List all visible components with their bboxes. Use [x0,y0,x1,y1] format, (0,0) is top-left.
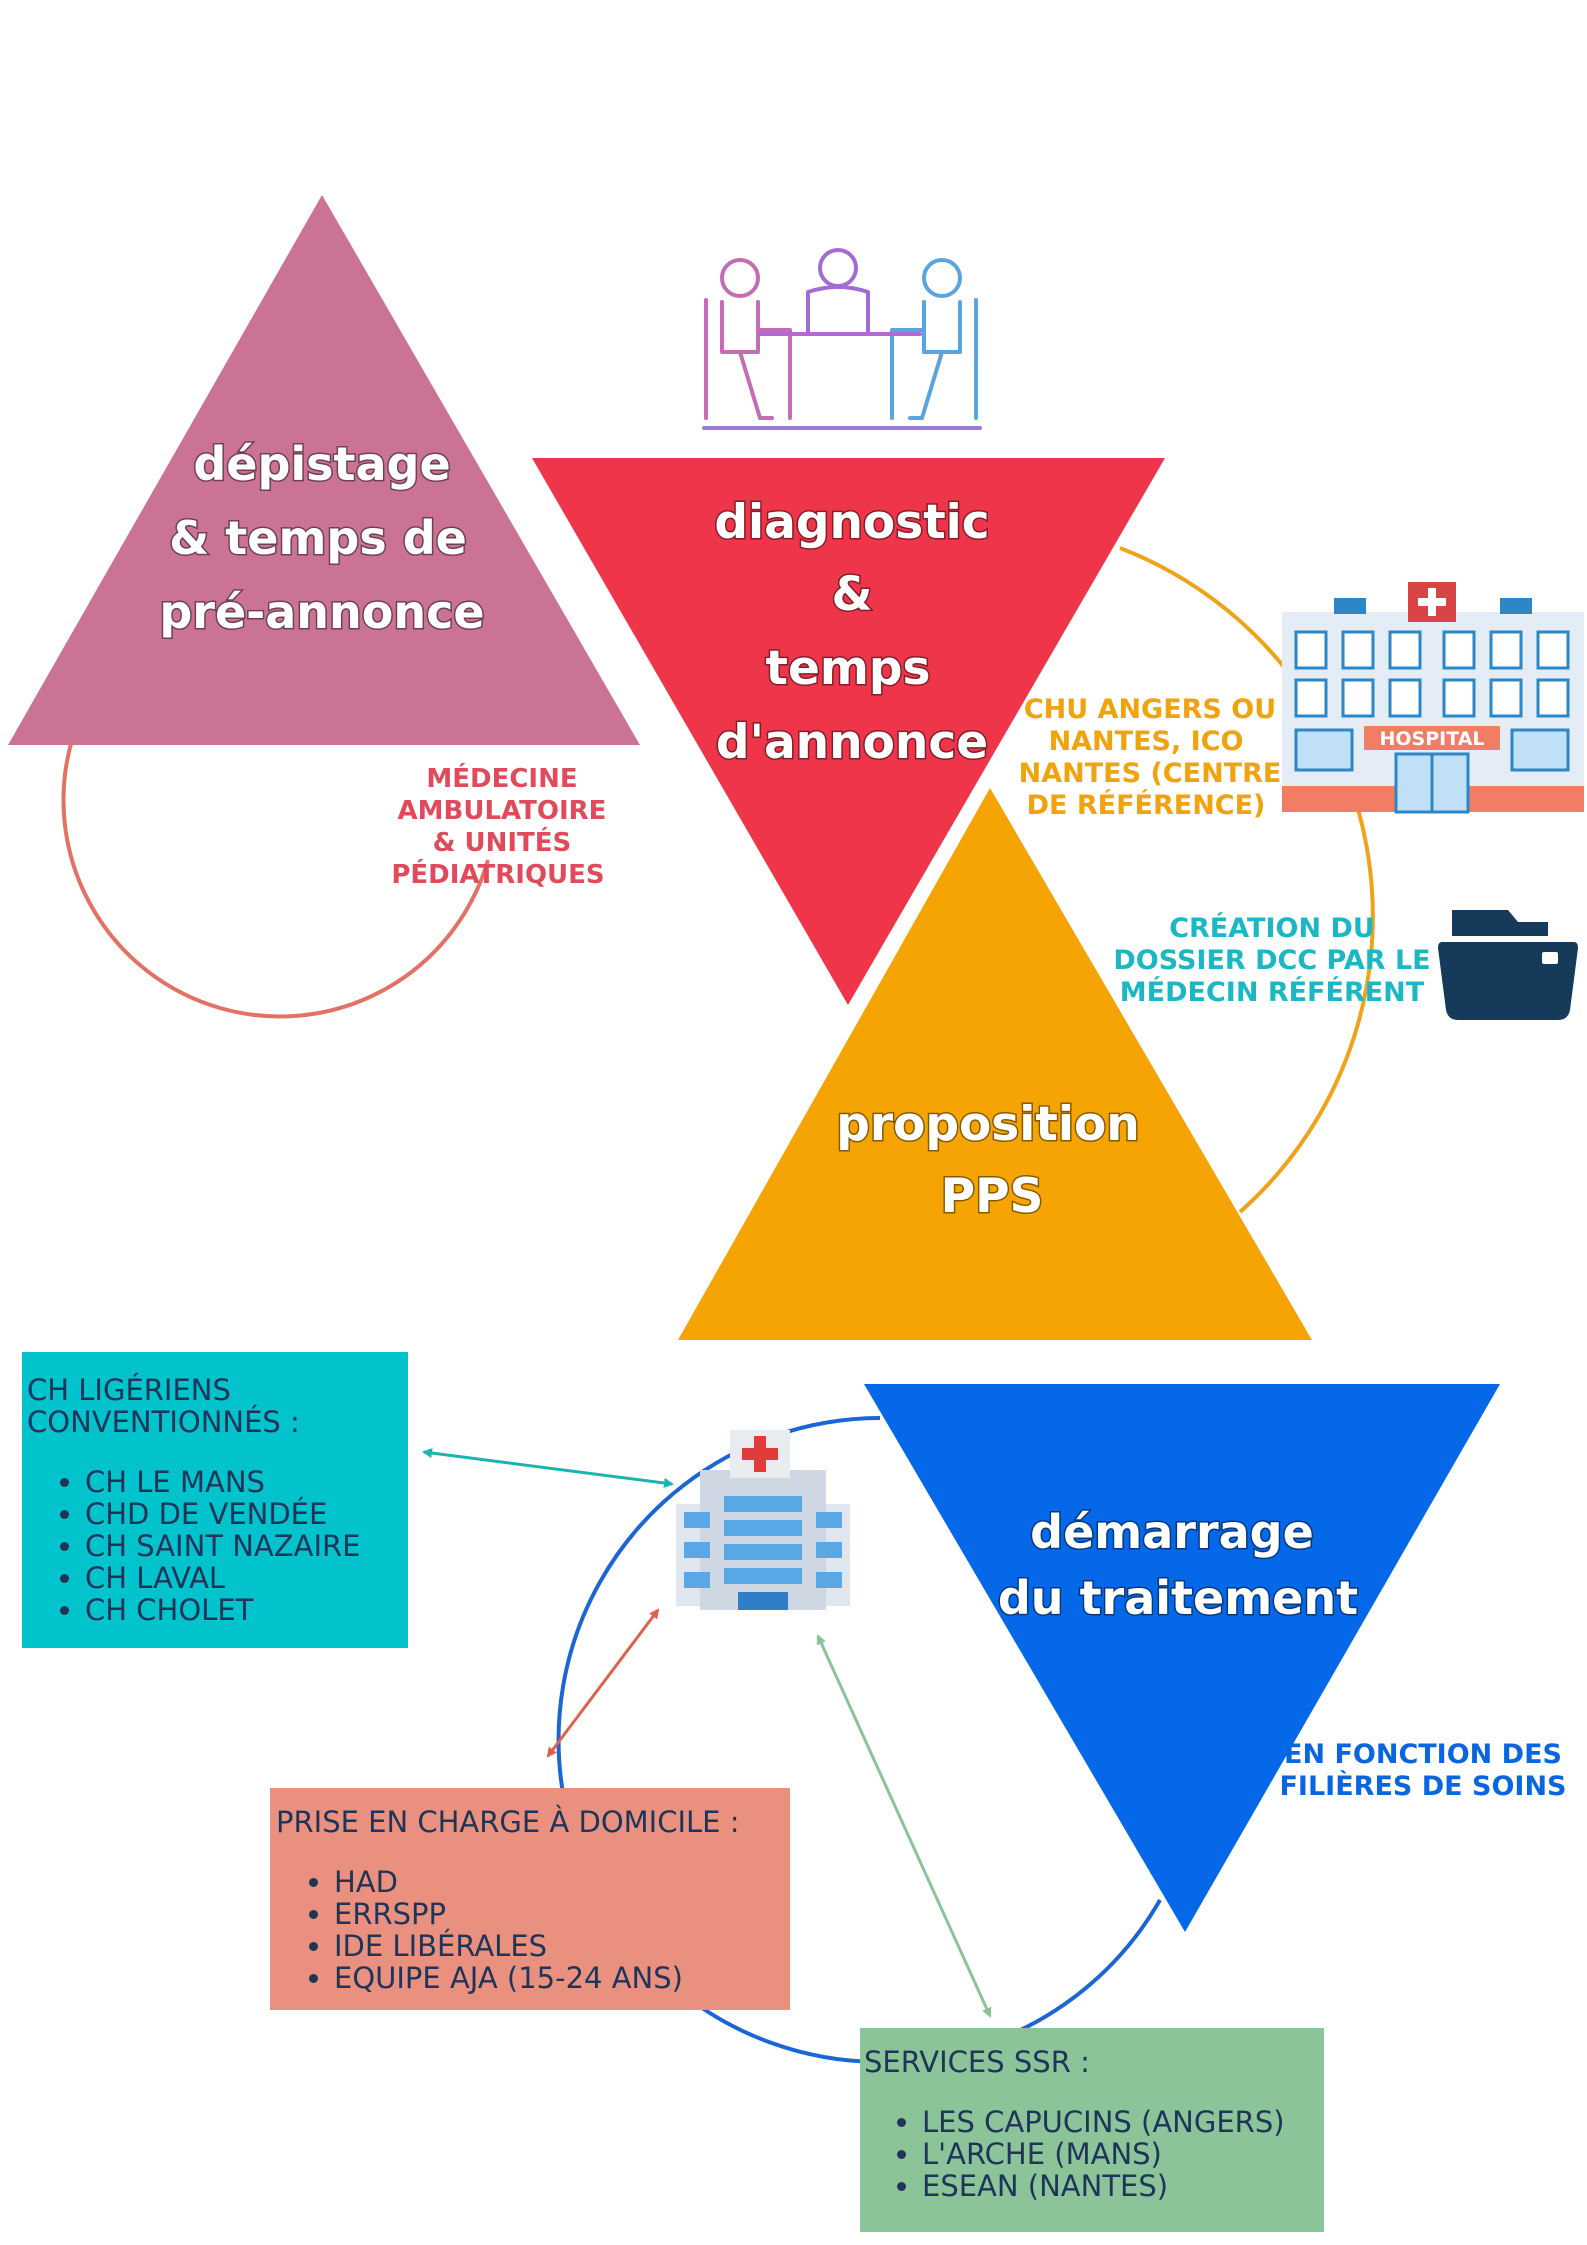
proposition-label: proposition PPS [835,1096,1141,1226]
ssr-box: SERVICES SSR : LES CAPUCINS (ANGERS) L'A… [860,2028,1324,2232]
diagnostic-line: & [832,567,873,622]
domicile-box-list: HAD ERRSPP IDE LIBÉRALES EQUIPE AJA (15-… [276,1866,790,1994]
ssr-box-title-line: SERVICES SSR : [864,2045,1090,2079]
depistage-line: & temps de [169,511,467,565]
medecine-caption: MÉDECINE AMBULATOIRE & UNITÉS PÉDIATRIQU… [391,762,606,890]
dossier-caption: CRÉATION DU DOSSIER DCC PAR LE MÉDECIN R… [1113,912,1430,1008]
filieres-caption: EN FONCTION DES FILIÈRES DE SOINS [1279,1739,1566,1802]
ch-box-title: CH LIGÉRIENS CONVENTIONNÉS : [27,1374,408,1438]
filieres-line: FILIÈRES DE SOINS [1279,1770,1566,1802]
medecine-line: MÉDECINE [426,762,577,794]
depistage-label: dépistage & temps de pré-annonce [158,436,486,641]
domicile-box: PRISE EN CHARGE À DOMICILE : HAD ERRSPP … [270,1788,790,2010]
diagnostic-line: d'annonce [716,715,988,770]
diagnostic-triangle [532,458,1165,1005]
domicile-box-item: ERRSPP [334,1898,790,1930]
filieres-line: EN FONCTION DES [1284,1739,1562,1770]
proposition-line: proposition [836,1097,1139,1152]
depistage-line: dépistage [193,437,450,491]
ch-box-list: CH LE MANS CHD DE VENDÉE CH SAINT NAZAIR… [27,1466,408,1626]
arrow-domicile-hospital [546,1608,660,1758]
dossier-line: MÉDECIN RÉFÉRENT [1120,976,1425,1008]
ssr-box-list: LES CAPUCINS (ANGERS) L'ARCHE (MANS) ESE… [864,2106,1324,2202]
diagnostic-line: diagnostic [714,495,989,550]
domicile-box-item: IDE LIBÉRALES [334,1930,790,1962]
demarrage-triangle [864,1384,1500,1932]
proposition-line: PPS [941,1169,1044,1224]
ch-box-item: CH SAINT NAZAIRE [85,1530,408,1562]
arrow-ssr-hospital [816,1634,992,2018]
chu-line: NANTES (CENTRE [1019,758,1282,789]
folder-icon [1438,910,1578,1020]
ch-box-item: CHD DE VENDÉE [85,1498,408,1530]
demarrage-line: du traitement [998,1571,1358,1625]
arrow-ch-hospital [422,1448,674,1488]
ssr-box-title: SERVICES SSR : [864,2046,1324,2078]
demarrage-line: démarrage [1030,1505,1314,1559]
medecine-line: & UNITÉS [433,826,572,858]
diagnostic-line: temps [766,641,931,696]
hospital-icon: HOSPITAL [1282,582,1584,814]
proposition-triangle [678,788,1312,1340]
meeting-icon [702,248,982,430]
domicile-box-title: PRISE EN CHARGE À DOMICILE : [276,1806,790,1838]
small-hospital-icon [676,1430,850,1610]
ch-box-item: CH CHOLET [85,1594,408,1626]
dossier-line: CRÉATION DU [1169,912,1375,944]
demarrage-label: démarrage du traitement [996,1504,1359,1627]
ssr-box-item: LES CAPUCINS (ANGERS) [922,2106,1324,2138]
ch-box-title-line: CONVENTIONNÉS : [27,1405,300,1439]
chu-line: NANTES, ICO [1049,726,1244,757]
hospital-sign: HOSPITAL [1379,728,1484,750]
chu-line: DE RÉFÉRENCE) [1027,789,1266,821]
chu-caption: CHU ANGERS OU NANTES, ICO NANTES (CENTRE… [1019,694,1282,821]
domicile-box-item: EQUIPE AJA (15-24 ANS) [334,1962,790,1994]
medecine-line: PÉDIATRIQUES [391,858,604,890]
depistage-line: pré-annonce [159,585,484,639]
ssr-box-item: L'ARCHE (MANS) [922,2138,1324,2170]
ssr-box-item: ESEAN (NANTES) [922,2170,1324,2202]
ch-box-item: CH LAVAL [85,1562,408,1594]
chu-line: CHU ANGERS OU [1024,694,1276,725]
diagnostic-label: diagnostic & temps d'annonce [713,494,991,772]
medecine-line: AMBULATOIRE [398,796,607,826]
depistage-arc [61,739,490,1019]
domicile-box-item: HAD [334,1866,790,1898]
ch-box: CH LIGÉRIENS CONVENTIONNÉS : CH LE MANS … [22,1352,408,1648]
domicile-box-title-line: PRISE EN CHARGE À DOMICILE : [276,1805,740,1839]
depistage-triangle [8,195,640,745]
diagnostic-arc [1119,546,1375,1214]
dossier-line: DOSSIER DCC PAR LE [1113,945,1430,976]
ch-box-item: CH LE MANS [85,1466,408,1498]
ch-box-title-line: CH LIGÉRIENS [27,1373,231,1407]
